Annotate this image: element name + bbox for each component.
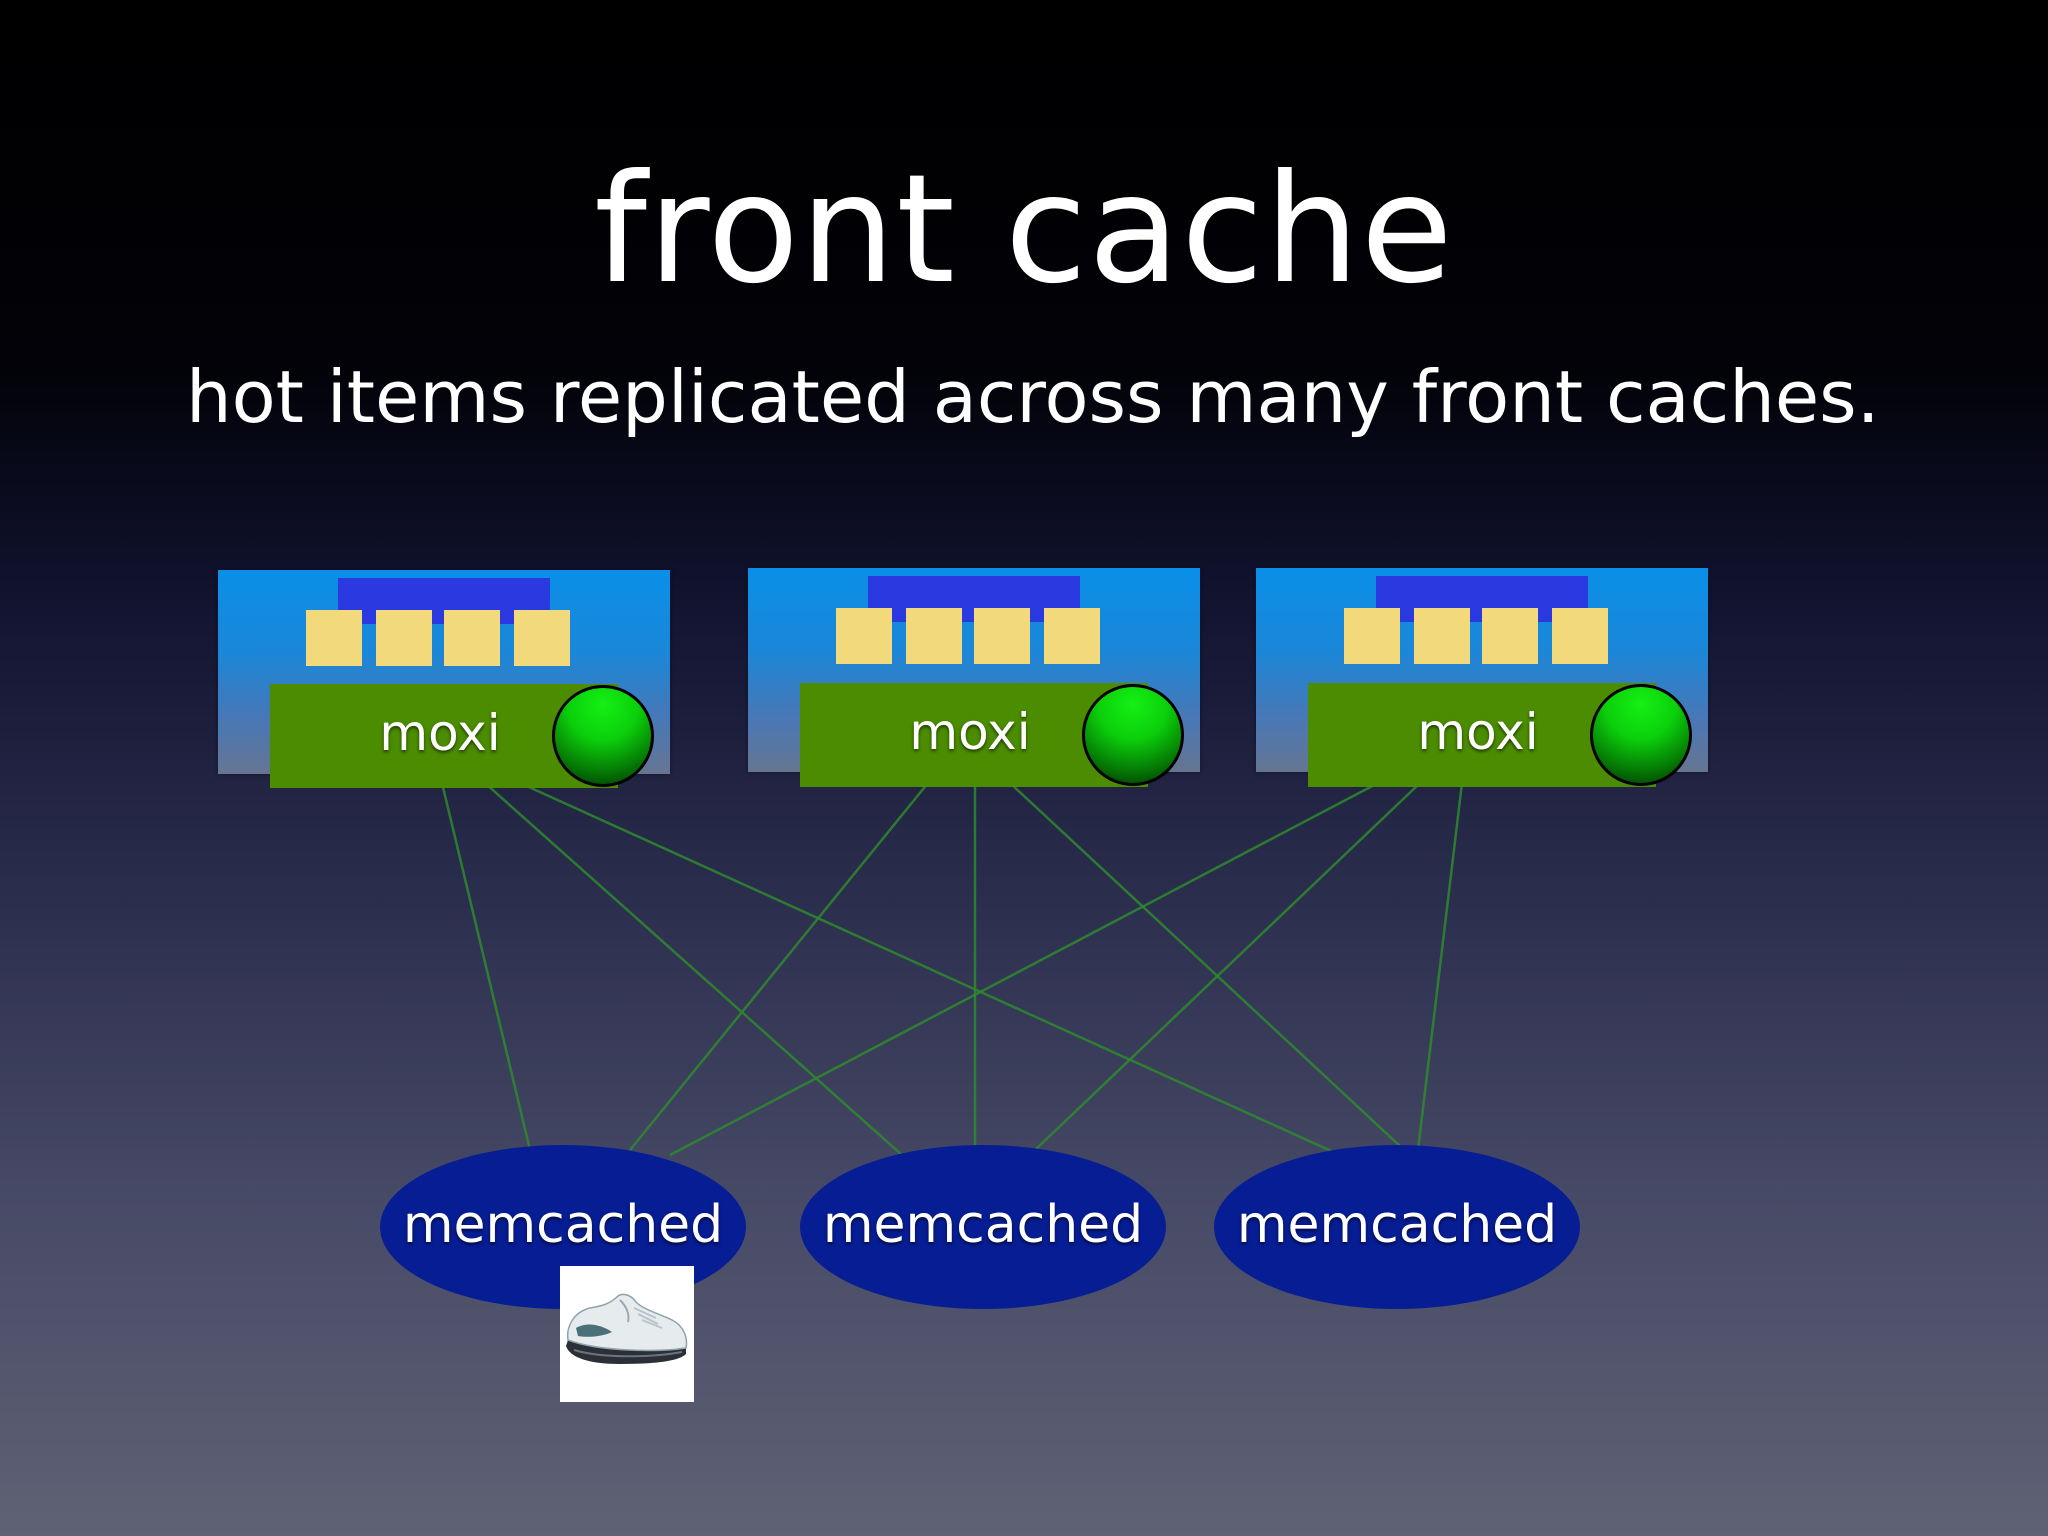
status-indicator-icon	[1082, 684, 1184, 786]
cache-slot	[306, 610, 362, 666]
slide-subtitle: hot items replicated across many front c…	[186, 355, 1880, 439]
cache-slot	[1482, 608, 1538, 664]
memcached-label: memcached	[402, 1195, 724, 1255]
link-moxi2-memcached1	[629, 782, 929, 1151]
cache-slot	[1552, 608, 1608, 664]
cache-slot	[376, 610, 432, 666]
cache-slot	[1414, 608, 1470, 664]
link-moxi1-memcached2	[484, 782, 903, 1156]
link-moxi3-memcached1	[669, 781, 1379, 1157]
link-moxi3-memcached3	[1416, 782, 1464, 1151]
cache-slot	[974, 608, 1030, 664]
link-moxi3-memcached2	[1034, 782, 1421, 1151]
cache-slot	[906, 608, 962, 664]
moxi-label: moxi	[1417, 703, 1539, 761]
cache-slot	[836, 608, 892, 664]
memcached-server: memcached	[1214, 1145, 1580, 1309]
status-indicator-icon	[1590, 684, 1692, 786]
status-indicator-icon	[552, 685, 654, 787]
moxi-label: moxi	[379, 704, 501, 762]
moxi-label: moxi	[909, 703, 1031, 761]
cache-slot	[444, 610, 500, 666]
sneaker-shoe-icon	[560, 1266, 694, 1402]
memcached-label: memcached	[1236, 1195, 1558, 1255]
link-moxi2-memcached3	[1009, 782, 1416, 1161]
slide-title: front cache	[594, 143, 1454, 317]
cache-slot	[1344, 608, 1400, 664]
link-moxi1-memcached3	[519, 781, 1341, 1157]
cache-slot	[1044, 608, 1100, 664]
memcached-server: memcached	[800, 1145, 1166, 1309]
memcached-label: memcached	[822, 1195, 1144, 1255]
cache-slot	[514, 610, 570, 666]
link-moxi1-memcached1	[440, 782, 532, 1151]
